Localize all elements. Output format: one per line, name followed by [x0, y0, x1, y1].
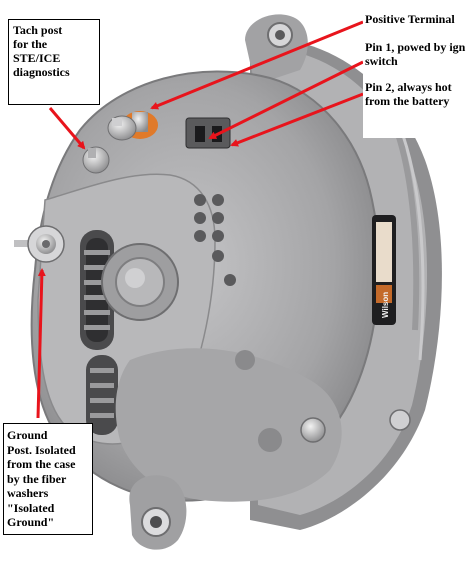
callout-arrows: [36, 20, 364, 419]
bearing-boss: [101, 243, 179, 321]
lower-housing: [115, 348, 342, 502]
pin1-line-2: switch: [365, 54, 398, 68]
tach-post-line-1: Tach post: [13, 23, 63, 37]
ground-post-line-3: from the case: [7, 457, 76, 471]
arrow-ground-post: [36, 268, 46, 419]
positive-terminal-label: Positive Terminal: [365, 12, 455, 26]
ground-post-line-2: Post. Isolated: [7, 442, 76, 457]
ground-post-label: Ground Post. Isolated from the case by t…: [3, 423, 93, 535]
mounting-ear-top: [245, 14, 308, 86]
arrow-pin2: [230, 92, 364, 147]
ground-post-line-7: Ground": [7, 515, 55, 529]
through-bolt: [389, 409, 411, 431]
ground-post-stud: [14, 225, 65, 263]
ground-post-line-1: Ground: [7, 428, 48, 442]
arrow-pin1: [208, 60, 364, 140]
tach-post-stud: [82, 146, 110, 174]
arrow-tach-post: [48, 107, 86, 150]
pin2-line-1: Pin 2, always hot: [365, 80, 452, 94]
tach-post-line-2: for the: [13, 37, 48, 51]
positive-terminal-stud: [107, 111, 158, 141]
right-callout-panel: Positive Terminal Pin 1, powed by ign sw…: [363, 8, 474, 138]
tach-post-line-4: diagnostics: [13, 65, 70, 79]
pin1-line-1: Pin 1, powed by ign: [365, 40, 466, 54]
ground-post-line-6: "Isolated: [7, 500, 55, 515]
arrow-positive-terminal: [150, 20, 364, 110]
tach-post-label: Tach post for the STE/ICE diagnostics: [8, 19, 100, 105]
ground-post-line-4: by the fiber: [7, 471, 67, 486]
mounting-ear-bottom: [129, 417, 326, 550]
vent-slots: [80, 230, 118, 435]
ground-post-line-5: washers: [7, 486, 49, 500]
pin2-line-2: from the battery: [365, 94, 450, 108]
wilson-badge: Wilson: [372, 215, 396, 325]
tach-post-line-3: STE/ICE: [13, 51, 61, 65]
vent-holes: [194, 194, 236, 286]
badge-text: Wilson: [381, 292, 390, 318]
